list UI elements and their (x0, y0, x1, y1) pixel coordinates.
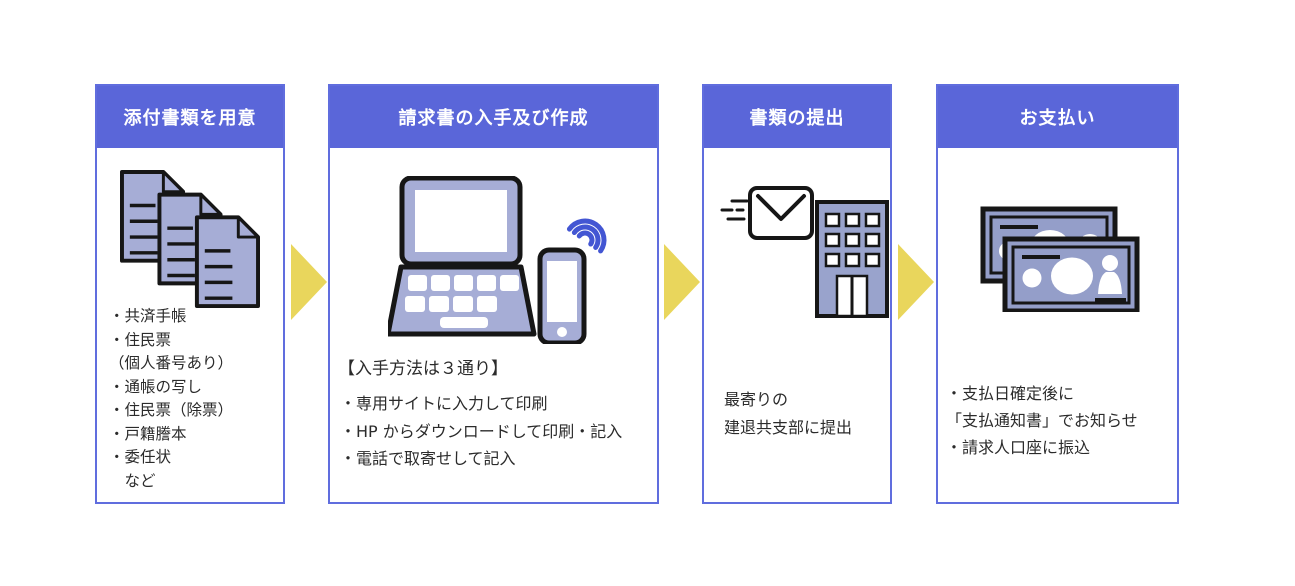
text-line: ・HP からダウンロードして印刷・記入 (340, 421, 623, 441)
step-2-header: 請求書の入手及び作成 (330, 86, 657, 148)
step-3-title: 書類の提出 (749, 108, 845, 129)
text-line: など (109, 471, 156, 490)
flow-step-card-4: お支払い (936, 84, 1179, 504)
step-3-notes: 最寄りの建退共支部に提出 (724, 386, 852, 442)
step-4-header: お支払い (938, 86, 1177, 148)
text-line: ・住民票 (109, 330, 172, 349)
step-4-notes: ・支払日確定後に「支払通知書」でお知らせ・請求人口座に振込 (946, 380, 1138, 461)
step-4-title: お支払い (1019, 108, 1096, 129)
step-2-title: 請求書の入手及び作成 (398, 108, 589, 129)
text-line: ・通帳の写し (109, 377, 203, 396)
text-line: ・委任状 (109, 448, 172, 466)
text-line: （個人番号あり） (109, 354, 234, 372)
laptop-smartphone-icon (388, 176, 618, 344)
documents-icon (120, 170, 260, 310)
text-line: ・電話で取寄せして記入 (340, 449, 516, 468)
step-2-notes: ・専用サイトに入力して印刷・HP からダウンロードして印刷・記入・電話で取寄せし… (340, 390, 622, 473)
flow-step-card-2: 請求書の入手及び作成 (328, 84, 659, 504)
text-line: ・専用サイトに入力して印刷 (340, 394, 548, 413)
flow-step-card-1: 添付書類を用意 (95, 84, 285, 504)
text-line: ・請求人口座に振込 (946, 438, 1091, 457)
banknotes-icon (980, 206, 1140, 312)
step-1-notes: ・共済手帳・住民票 （個人番号あり） ・通帳の写し・住民票（除票） ・戸籍謄本・委任状… (109, 305, 233, 493)
step-1-title: 添付書類を用意 (123, 108, 257, 129)
text-line: 最寄りの (724, 390, 789, 409)
text-line: ・共済手帳 (109, 307, 187, 325)
text-line: 「支払通知書」でお知らせ (946, 411, 1138, 430)
text-line: ・住民票（除票） (109, 401, 234, 419)
mail-building-icon (720, 186, 892, 318)
step-3-header: 書類の提出 (704, 86, 890, 148)
flow-arrow-icon (664, 244, 700, 320)
flow-arrow-icon (898, 244, 934, 320)
step-1-header: 添付書類を用意 (97, 86, 283, 148)
flow-step-card-3: 書類の提出 (702, 84, 892, 504)
text-line: 建退共支部に提出 (724, 418, 853, 437)
flow-arrow-icon (291, 244, 327, 320)
text-line: ・支払日確定後に (946, 384, 1075, 403)
text-line: ・戸籍謄本 (109, 424, 187, 443)
step-2-heading: 【入手方法は３通り】 (338, 359, 508, 379)
